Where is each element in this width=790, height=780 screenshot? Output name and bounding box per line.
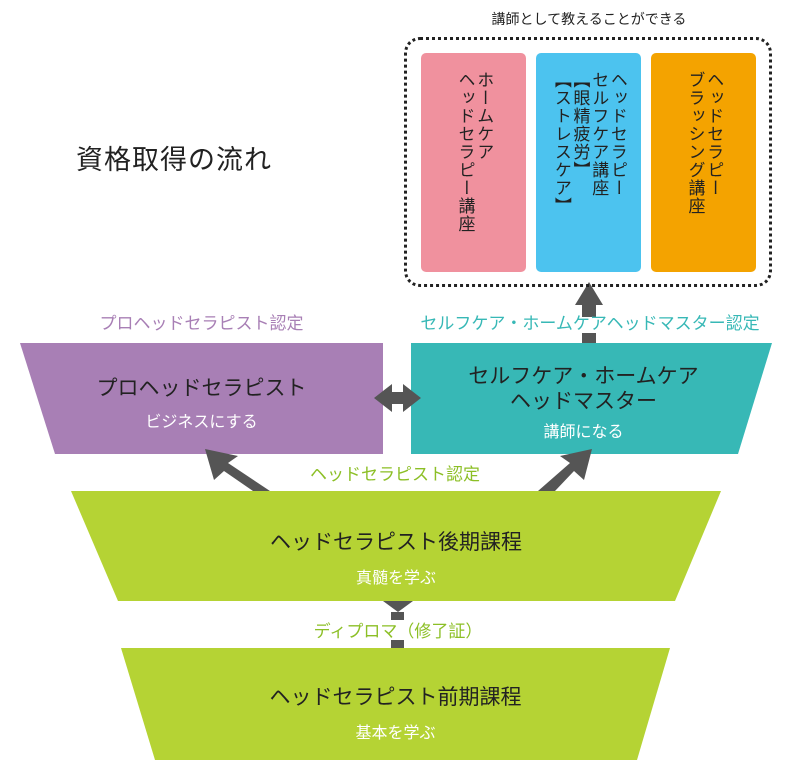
therapist-certification-label: ヘッドセラピスト認定	[310, 465, 480, 485]
master-title-line1: セルフケア・ホームケア	[468, 364, 699, 388]
course-homecare: ホームケア ヘッドセラピー講座	[421, 53, 526, 272]
arrow-to-master	[538, 449, 592, 491]
master-text: セルフケア・ホームケア ヘッドマスター 講師になる	[411, 364, 756, 442]
course-selfcare: ヘッドセラピー セルフケア講座 【眼精疲労】 【ストレスケア】	[536, 53, 641, 272]
instructor-caption: 講師として教えることができる	[491, 12, 687, 28]
pro-certification-label: プロヘッドセラピスト認定	[99, 314, 304, 334]
basic-course-title: ヘッドセラピスト前期課程	[269, 685, 522, 709]
double-arrow-pro-master	[374, 384, 421, 412]
arrow-to-pro	[205, 449, 270, 491]
advanced-course-sub: 真髄を学ぶ	[355, 568, 436, 587]
diploma-label: ディプロマ（修了証）	[313, 622, 483, 642]
pro-therapist-sub: ビジネスにする	[145, 412, 258, 431]
arrow-diploma-up	[383, 601, 413, 648]
course-brushing-label: ヘッドセラピー ブラッシング講座	[684, 71, 724, 215]
pro-therapist-title: プロヘッドセラピスト	[96, 376, 307, 400]
arrow-to-instructor	[575, 282, 603, 343]
pro-therapist-text: プロヘッドセラピスト ビジネスにする	[20, 372, 383, 432]
instructor-courses-box	[404, 37, 772, 287]
advanced-course-shape	[71, 491, 721, 601]
master-title-line2: ヘッドマスター	[510, 389, 657, 413]
course-selfcare-label: ヘッドセラピー セルフケア講座 【眼精疲労】 【ストレスケア】	[550, 71, 627, 215]
pro-therapist-shape	[20, 343, 383, 454]
course-homecare-label: ホームケア ヘッドセラピー講座	[454, 71, 494, 233]
master-shape	[411, 343, 772, 454]
master-certification-label: セルフケア・ホームケアヘッドマスター認定	[420, 314, 760, 334]
master-sub: 講師になる	[543, 422, 624, 441]
basic-course-shape	[121, 648, 670, 760]
advanced-course-text: ヘッドセラピスト後期課程 真髄を学ぶ	[71, 526, 721, 588]
advanced-course-title: ヘッドセラピスト後期課程	[270, 530, 522, 554]
basic-course-text: ヘッドセラピスト前期課程 基本を学ぶ	[121, 681, 670, 743]
page-title: 資格取得の流れ	[76, 145, 272, 176]
course-brushing: ヘッドセラピー ブラッシング講座	[651, 53, 756, 272]
basic-course-sub: 基本を学ぶ	[355, 723, 436, 742]
